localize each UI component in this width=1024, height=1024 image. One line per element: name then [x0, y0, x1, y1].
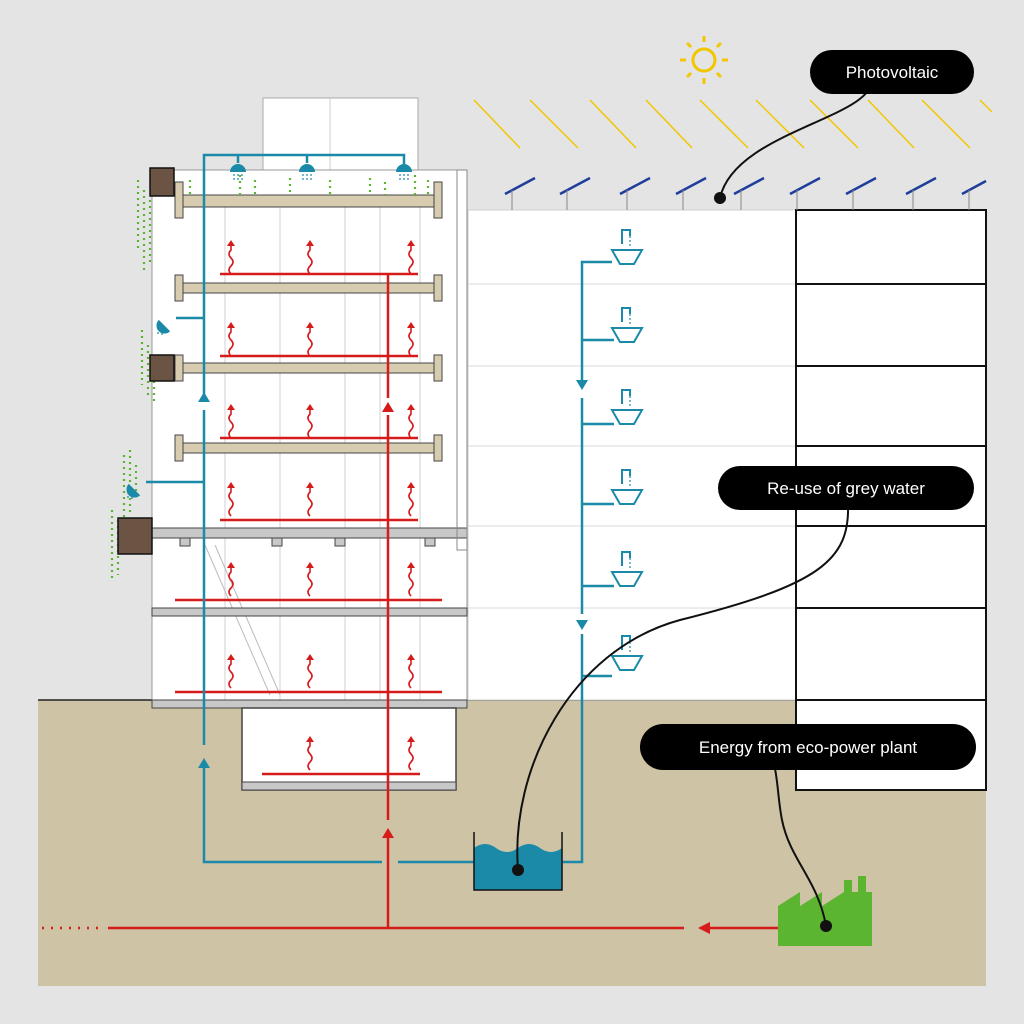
callout-eco-power-label: Energy from eco-power plant — [699, 738, 918, 757]
heating-system — [42, 272, 780, 930]
grey-water-system — [146, 153, 614, 864]
sun-icon — [680, 36, 728, 84]
basement — [241, 707, 457, 791]
sun-rays — [473, 99, 993, 149]
callout-dots — [512, 192, 832, 932]
planter-icon — [117, 517, 153, 555]
planter-icon — [149, 354, 175, 382]
sink-icon — [610, 229, 644, 671]
green-facade — [110, 175, 430, 580]
callout-photovoltaic-label: Photovoltaic — [846, 63, 939, 82]
heat-wave-arrowheads — [227, 240, 415, 742]
neighbour-building — [467, 209, 987, 791]
callout-photovoltaic: Photovoltaic — [810, 50, 974, 94]
callout-eco-power: Energy from eco-power plant — [640, 724, 976, 770]
shower-icon — [126, 164, 412, 498]
callout-grey-water-label: Re-use of grey water — [767, 479, 925, 498]
solar-panel-icon — [504, 176, 987, 210]
heat-arrows — [382, 402, 710, 934]
shower-drops — [127, 174, 409, 499]
factory-icon — [778, 876, 872, 946]
callout-grey-water: Re-use of grey water — [718, 466, 974, 510]
planter-icon — [149, 167, 175, 197]
heat-wave-icon — [228, 244, 414, 771]
water-arrows — [198, 380, 588, 768]
